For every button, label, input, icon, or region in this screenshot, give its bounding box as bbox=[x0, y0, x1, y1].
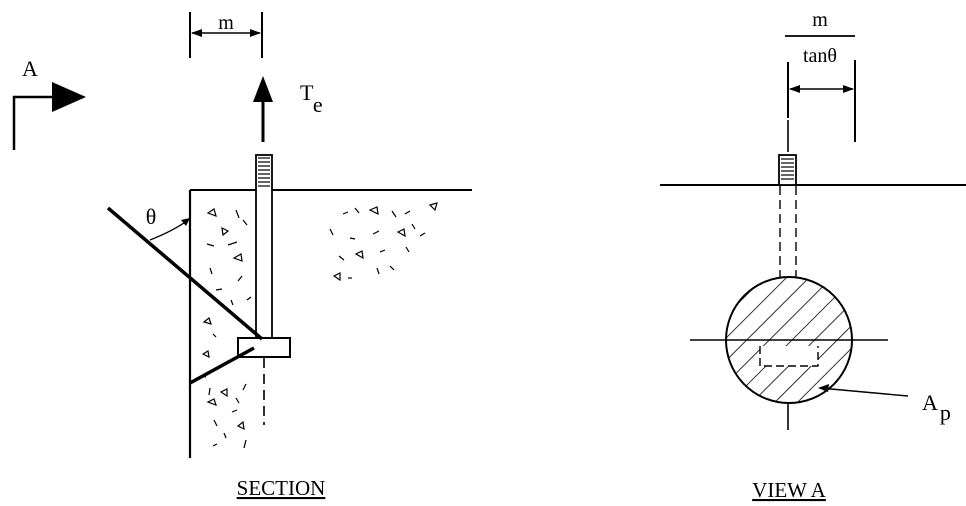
section-view: A m Te bbox=[12, 12, 472, 500]
section-caption: SECTION bbox=[237, 476, 326, 500]
view-a: m tanθ bbox=[660, 9, 966, 502]
dimension-denominator: tanθ bbox=[803, 45, 837, 67]
view-a-caption: VIEW A bbox=[752, 478, 827, 502]
dimension-m-tan-theta: m tanθ bbox=[785, 9, 856, 142]
angle-label: θ bbox=[146, 204, 157, 229]
view-a-marker: A bbox=[12, 56, 86, 150]
view-marker-label: A bbox=[22, 56, 38, 81]
anchor-bolt bbox=[237, 154, 291, 425]
tension-label: Te bbox=[300, 80, 323, 117]
dimension-numerator: m bbox=[812, 9, 828, 31]
tension-arrow bbox=[253, 76, 273, 142]
hidden-washer bbox=[759, 346, 819, 367]
dimension-m-label: m bbox=[218, 12, 234, 34]
concrete-member bbox=[188, 189, 472, 458]
concrete-aggregate bbox=[201, 208, 252, 449]
dimension-m: m bbox=[189, 12, 263, 58]
projected-area bbox=[725, 276, 853, 404]
area-leader bbox=[818, 384, 909, 397]
failure-cone bbox=[106, 206, 264, 385]
area-label: Ap bbox=[922, 390, 951, 425]
bolt-exposed bbox=[778, 154, 797, 186]
soil-aggregate bbox=[329, 202, 438, 282]
